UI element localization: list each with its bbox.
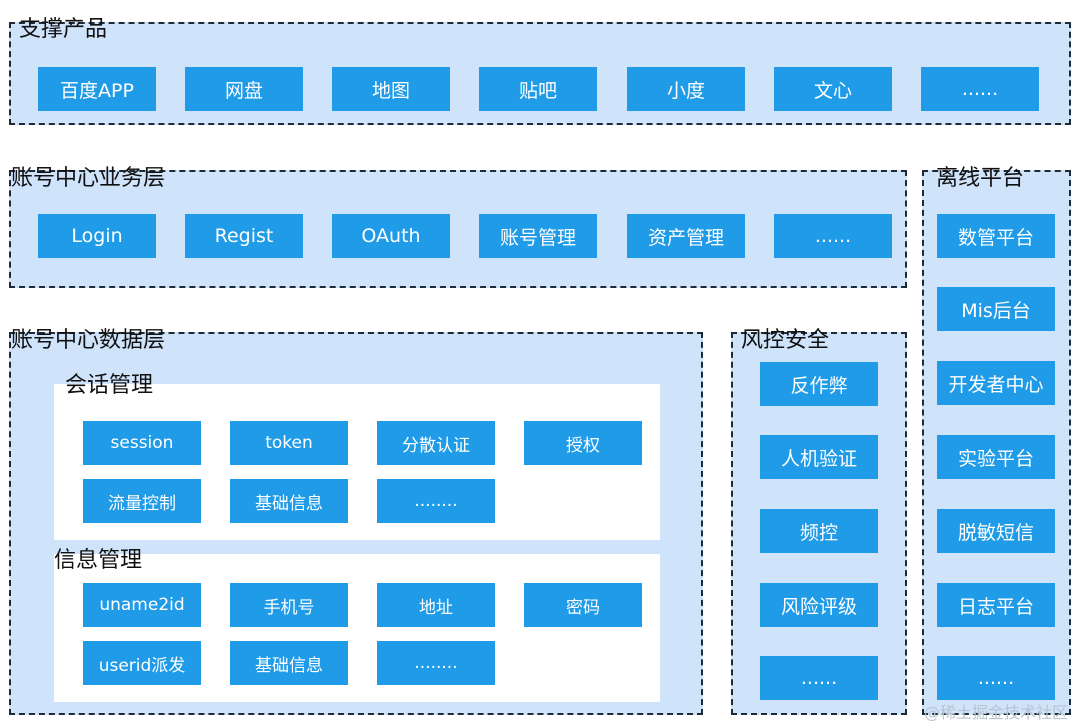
business-item-more: ...... bbox=[774, 214, 892, 258]
business-layer-title: 账号中心业务层 bbox=[11, 166, 166, 191]
support-products-title: 支撑产品 bbox=[19, 17, 108, 42]
info-item-basic-info: 基础信息 bbox=[230, 641, 348, 685]
info-mgmt-title: 信息管理 bbox=[54, 548, 143, 573]
business-item-asset-mgmt: 资产管理 bbox=[627, 214, 745, 258]
offline-item-more: ...... bbox=[937, 656, 1055, 700]
business-item-oauth: OAuth bbox=[332, 214, 450, 258]
session-mgmt-panel: 会话管理 session token 分散认证 授权 流量控制 基础信息 ...… bbox=[54, 373, 660, 540]
offline-item-mis: Mis后台 bbox=[937, 287, 1055, 331]
support-item-netdisk: 网盘 bbox=[185, 67, 303, 111]
session-item-basic-info: 基础信息 bbox=[230, 479, 348, 523]
offline-platform-title: 离线平台 bbox=[936, 166, 1025, 191]
support-item-wenxin: 文心 bbox=[774, 67, 892, 111]
business-item-login: Login bbox=[38, 214, 156, 258]
offline-item-data-mgmt: 数管平台 bbox=[937, 214, 1055, 258]
session-item-token: token bbox=[230, 421, 348, 465]
session-mgmt-title: 会话管理 bbox=[65, 373, 154, 398]
session-item-authorize: 授权 bbox=[524, 421, 642, 465]
offline-item-masked-sms: 脱敏短信 bbox=[937, 509, 1055, 553]
support-item-more: ...... bbox=[921, 67, 1039, 111]
risk-item-rate-limit: 频控 bbox=[760, 509, 878, 553]
session-item-flow-control: 流量控制 bbox=[83, 479, 201, 523]
watermark: @稀土掘金技术社区 bbox=[923, 703, 1068, 722]
business-layer: 账号中心业务层 Login Regist OAuth 账号管理 资产管理 ...… bbox=[9, 166, 907, 288]
risk-security-layer: 风控安全 反作弊 人机验证 频控 风险评级 ...... bbox=[731, 328, 907, 715]
info-item-address: 地址 bbox=[377, 583, 495, 627]
risk-item-risk-rating: 风险评级 bbox=[760, 583, 878, 627]
risk-security-title: 风控安全 bbox=[741, 328, 830, 353]
info-item-phone: 手机号 bbox=[230, 583, 348, 627]
risk-item-more: ...... bbox=[760, 656, 878, 700]
info-item-password: 密码 bbox=[524, 583, 642, 627]
support-item-xiaodu: 小度 bbox=[627, 67, 745, 111]
offline-item-dev-center: 开发者中心 bbox=[937, 361, 1055, 405]
business-item-account-mgmt: 账号管理 bbox=[479, 214, 597, 258]
info-item-more: ........ bbox=[377, 641, 495, 685]
session-item-session: session bbox=[83, 421, 201, 465]
data-layer: 账号中心数据层 会话管理 session token 分散认证 授权 流量控制 … bbox=[9, 328, 703, 715]
risk-item-anti-cheat: 反作弊 bbox=[760, 362, 878, 406]
support-products-layer: 支撑产品 百度APP 网盘 地图 贴吧 小度 文心 ...... bbox=[9, 17, 1071, 125]
data-layer-title: 账号中心数据层 bbox=[11, 328, 166, 353]
support-item-map: 地图 bbox=[332, 67, 450, 111]
offline-item-experiment: 实验平台 bbox=[937, 435, 1055, 479]
offline-platform-layer: 离线平台 数管平台 Mis后台 开发者中心 实验平台 脱敏短信 日志平台 ...… bbox=[922, 166, 1071, 715]
risk-item-captcha: 人机验证 bbox=[760, 435, 878, 479]
info-item-userid-dispatch: userid派发 bbox=[83, 641, 201, 685]
session-item-more: ........ bbox=[377, 479, 495, 523]
support-item-baidu-app: 百度APP bbox=[38, 67, 156, 111]
session-item-distributed-auth: 分散认证 bbox=[377, 421, 495, 465]
info-mgmt-panel: 信息管理 uname2id 手机号 地址 密码 userid派发 基础信息 ..… bbox=[54, 548, 660, 702]
support-item-tieba: 贴吧 bbox=[479, 67, 597, 111]
info-item-uname2id: uname2id bbox=[83, 583, 201, 627]
business-item-regist: Regist bbox=[185, 214, 303, 258]
offline-item-log: 日志平台 bbox=[937, 583, 1055, 627]
